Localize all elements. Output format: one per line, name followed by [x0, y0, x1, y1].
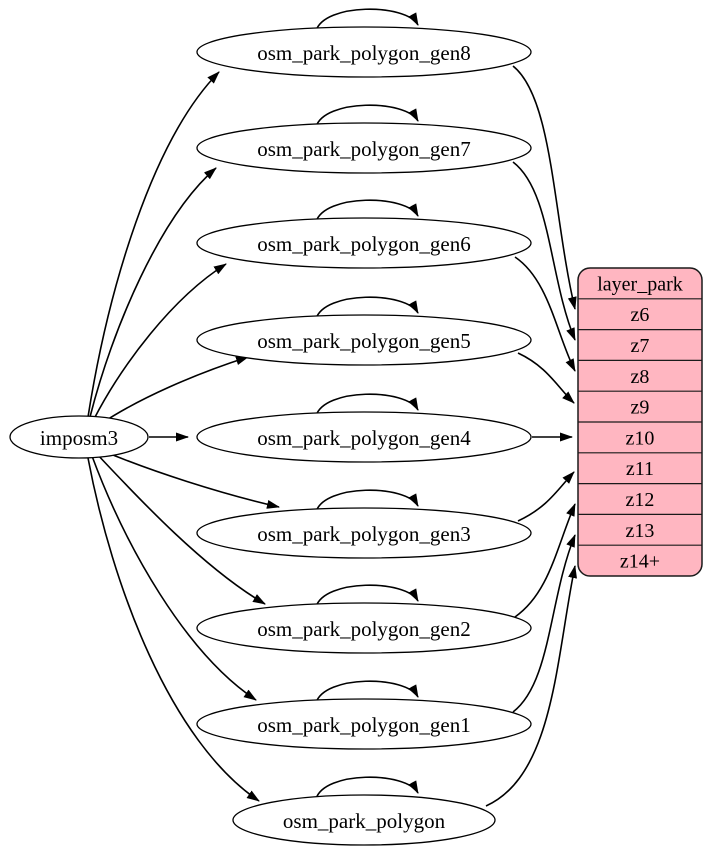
edge-imposm3-to-osm_park_polygon_gen6 [93, 263, 227, 420]
record-row-label-z12: z12 [626, 489, 655, 511]
record-row-label-z9: z9 [631, 397, 650, 419]
self-loop-edge-osm_park_polygon_gen6 [315, 199, 419, 223]
node-osm_park_polygon_gen4: osm_park_polygon_gen4 [196, 411, 532, 463]
node-layer: imposm3 osm_park_polygon_gen8 osm_park_pol… [9, 26, 703, 846]
node-shape-osm_park_polygon_gen7 [196, 122, 532, 174]
record-row-label-z13: z13 [626, 520, 655, 542]
node-label-osm_park_polygon_gen3: osm_park_polygon_gen3 [257, 522, 470, 546]
node-imposm3: imposm3 [9, 415, 149, 459]
record-row-label-z10: z10 [626, 427, 655, 449]
node-shape-osm_park_polygon_gen4 [196, 411, 532, 463]
node-label-osm_park_polygon_gen5: osm_park_polygon_gen5 [257, 329, 470, 353]
record-header-label: layer_park [597, 273, 683, 295]
node-shape-osm_park_polygon_gen2 [196, 602, 532, 654]
edge-imposm3-to-osm_park_polygon_gen3 [100, 449, 280, 509]
edge-osm_park_polygon_gen3-to-z11 [517, 471, 575, 522]
record-row-label-z8: z8 [631, 366, 650, 388]
node-shape-imposm3 [9, 415, 149, 459]
node-label-osm_park_polygon_gen4: osm_park_polygon_gen4 [257, 426, 471, 450]
record-row-label-z11: z11 [626, 458, 654, 480]
self-loop-edge-osm_park_polygon_gen7 [315, 104, 419, 128]
node-label-osm_park_polygon_gen6: osm_park_polygon_gen6 [257, 232, 470, 256]
node-shape-osm_park_polygon [232, 794, 496, 846]
edge-imposm3-to-osm_park_polygon_gen2 [95, 452, 266, 605]
node-osm_park_polygon: osm_park_polygon [232, 794, 496, 846]
node-osm_park_polygon_gen8: osm_park_polygon_gen8 [196, 26, 532, 78]
edge-osm_park_polygon_gen6-to-z8 [514, 256, 576, 372]
node-label-osm_park_polygon_gen1: osm_park_polygon_gen1 [257, 713, 470, 737]
edge-osm_park_polygon_gen7-to-z7 [512, 161, 576, 341]
self-loop-edge-osm_park_polygon_gen8 [315, 8, 419, 32]
node-osm_park_polygon_gen5: osm_park_polygon_gen5 [196, 314, 532, 366]
self-loop-edge-osm_park_polygon_gen3 [315, 489, 419, 513]
self-loop-edge-osm_park_polygon [315, 776, 419, 800]
record-row-label-z14+: z14+ [620, 551, 660, 573]
self-loop-edge-osm_park_polygon_gen2 [315, 584, 419, 608]
edge-imposm3-to-osm_park_polygon_gen8 [87, 71, 220, 418]
node-label-osm_park_polygon_gen8: osm_park_polygon_gen8 [257, 41, 470, 65]
node-label-imposm3: imposm3 [40, 426, 118, 450]
node-label-osm_park_polygon_gen7: osm_park_polygon_gen7 [257, 137, 470, 161]
self-loop-edge-osm_park_polygon_gen4 [315, 393, 419, 417]
node-shape-osm_park_polygon_gen5 [196, 314, 532, 366]
record-row-label-z6: z6 [631, 304, 650, 326]
edge-osm_park_polygon_gen5-to-z9 [517, 352, 575, 404]
edge-osm_park_polygon_gen8-to-z6 [512, 65, 577, 310]
node-shape-osm_park_polygon_gen3 [196, 507, 532, 559]
node-label-osm_park_polygon_gen2: osm_park_polygon_gen2 [257, 617, 470, 641]
edge-imposm3-to-osm_park_polygon [87, 457, 260, 802]
self-loop-edge-osm_park_polygon_gen5 [315, 296, 419, 320]
edge-osm_park_polygon_gen2-to-z12 [514, 503, 576, 618]
record-row-label-z7: z7 [631, 335, 650, 357]
edge-imposm3-to-osm_park_polygon_gen5 [101, 356, 249, 424]
node-osm_park_polygon_gen1: osm_park_polygon_gen1 [196, 698, 532, 750]
node-osm_park_polygon_gen7: osm_park_polygon_gen7 [196, 122, 532, 174]
edge-imposm3-to-osm_park_polygon_gen1 [91, 455, 257, 701]
node-osm_park_polygon_gen2: osm_park_polygon_gen2 [196, 602, 532, 654]
node-shape-osm_park_polygon_gen1 [196, 698, 532, 750]
node-layer_park: layer_park z6 z7 z8 z9 z10 z11 z12 z13 z14+ [577, 267, 703, 577]
node-osm_park_polygon_gen3: osm_park_polygon_gen3 [196, 507, 532, 559]
edge-layer [87, 8, 577, 807]
node-shape-osm_park_polygon_gen6 [196, 217, 532, 269]
edge-imposm3-to-osm_park_polygon_gen7 [89, 167, 217, 418]
node-label-osm_park_polygon: osm_park_polygon [283, 809, 446, 833]
edge-osm_park_polygon_gen1-to-z13 [512, 534, 576, 713]
edge-osm_park_polygon-to-z14+ [485, 565, 577, 807]
self-loop-edge-osm_park_polygon_gen1 [315, 680, 419, 704]
node-osm_park_polygon_gen6: osm_park_polygon_gen6 [196, 217, 532, 269]
node-shape-osm_park_polygon_gen8 [196, 26, 532, 78]
